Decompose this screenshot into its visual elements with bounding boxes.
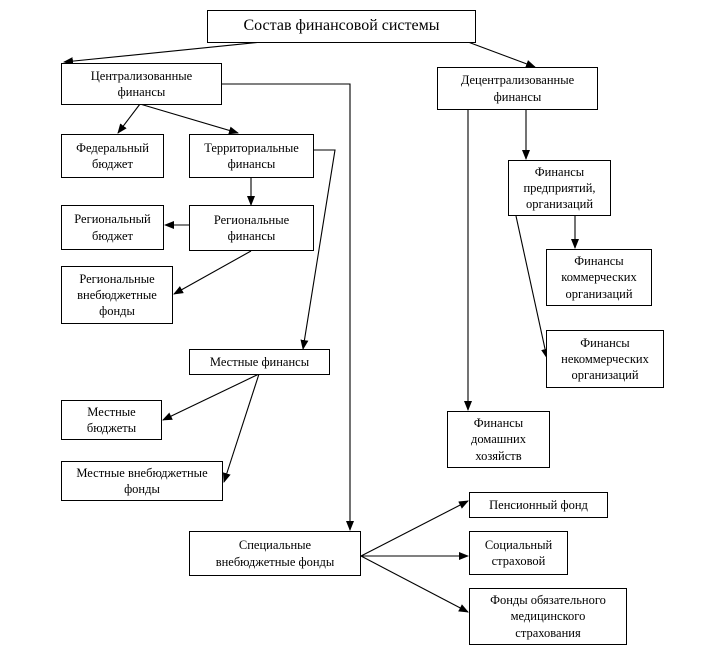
- node-decentralized: Децентрализованные финансы: [437, 67, 598, 110]
- node-households: Финансы домашних хозяйств: [447, 411, 550, 468]
- edge-root-centralized: [63, 41, 263, 66]
- node-regional-offbudget: Региональные внебюджетные фонды: [61, 266, 173, 324]
- node-noncommercial: Финансы некоммерческих организаций: [546, 330, 664, 388]
- edge-local-local-budgets: [162, 373, 260, 421]
- edge-local-local-offbudget: [222, 373, 260, 483]
- edge-centralized-territorial: [139, 103, 239, 135]
- edge-enterprises-noncommercial: [515, 215, 549, 359]
- edge-special-medical: [360, 555, 469, 613]
- node-local-offbudget: Местные внебюджетные фонды: [61, 461, 223, 501]
- edge-territorial-local: [300, 149, 336, 350]
- node-social: Социальный страховой: [469, 531, 568, 575]
- node-centralized: Централизованные финансы: [61, 63, 222, 105]
- edge-special-pension: [360, 500, 469, 557]
- node-enterprises: Финансы предприятий, организаций: [508, 160, 611, 216]
- node-territorial: Территориальные финансы: [189, 134, 314, 178]
- edge-root-decentralized: [467, 41, 536, 68]
- node-federal-budget: Федеральный бюджет: [61, 134, 164, 178]
- node-regional-finance: Региональные финансы: [189, 205, 314, 251]
- node-commercial: Финансы коммерческих организаций: [546, 249, 652, 306]
- edge-centralized-special: [222, 83, 354, 531]
- node-medical: Фонды обязательного медицинского страхов…: [469, 588, 627, 645]
- node-special-funds: Специальные внебюджетные фонды: [189, 531, 361, 576]
- edge-centralized-federal: [117, 103, 141, 134]
- node-root: Состав финансовой системы: [207, 10, 476, 43]
- node-local-finance: Местные финансы: [189, 349, 330, 375]
- edge-regional-finance-regional-offbudget: [173, 250, 252, 295]
- node-regional-budget: Региональный бюджет: [61, 205, 164, 250]
- node-pension: Пенсионный фонд: [469, 492, 608, 518]
- node-local-budgets: Местные бюджеты: [61, 400, 162, 440]
